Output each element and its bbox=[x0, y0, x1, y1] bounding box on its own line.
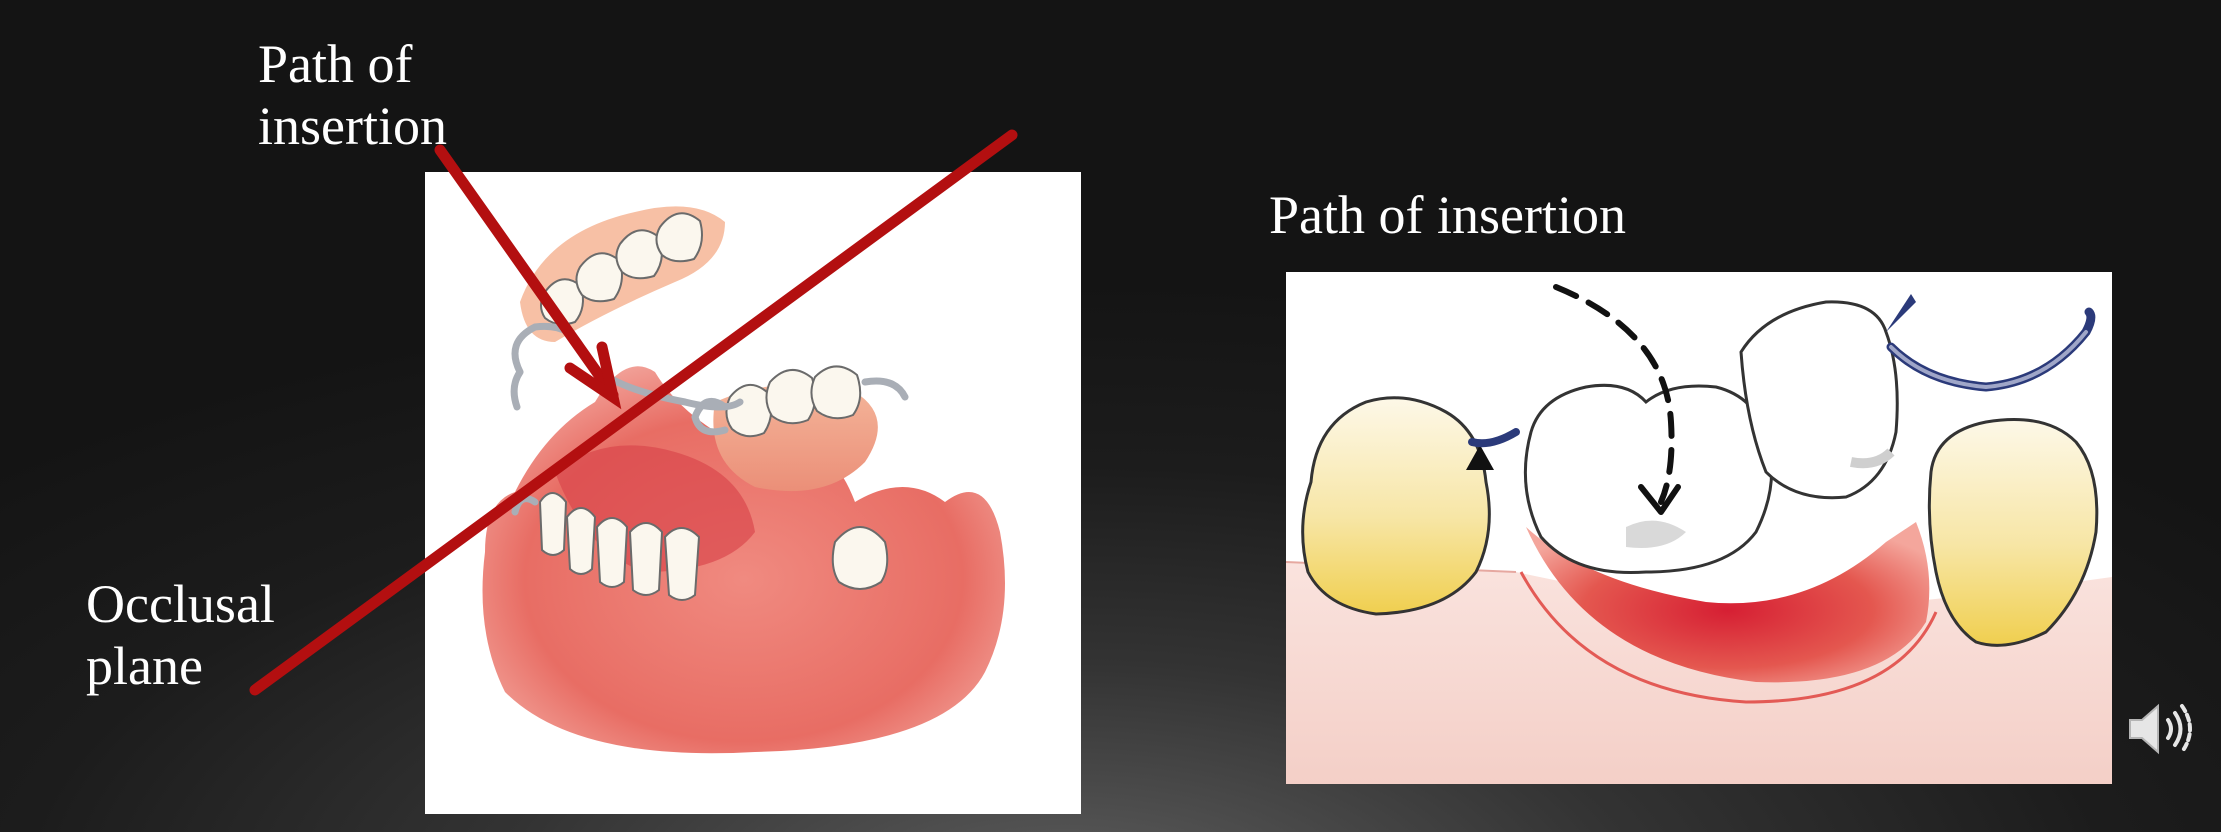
tooth-section-illustration-right bbox=[1286, 272, 2112, 784]
path-label-line1: Path of bbox=[258, 33, 447, 95]
denture-illustration-left bbox=[425, 172, 1081, 814]
path-of-insertion-label-right: Path of insertion bbox=[1269, 184, 1626, 246]
speaker-icon[interactable] bbox=[2122, 693, 2194, 765]
path-label-line2: insertion bbox=[258, 95, 447, 157]
path-of-insertion-label-left: Path of insertion bbox=[258, 33, 447, 157]
occlusal-plane-label: Occlusal plane bbox=[86, 573, 275, 697]
path-label-right-text: Path of insertion bbox=[1269, 184, 1626, 246]
occlusal-label-line1: Occlusal bbox=[86, 573, 275, 635]
occlusal-label-line2: plane bbox=[86, 635, 275, 697]
